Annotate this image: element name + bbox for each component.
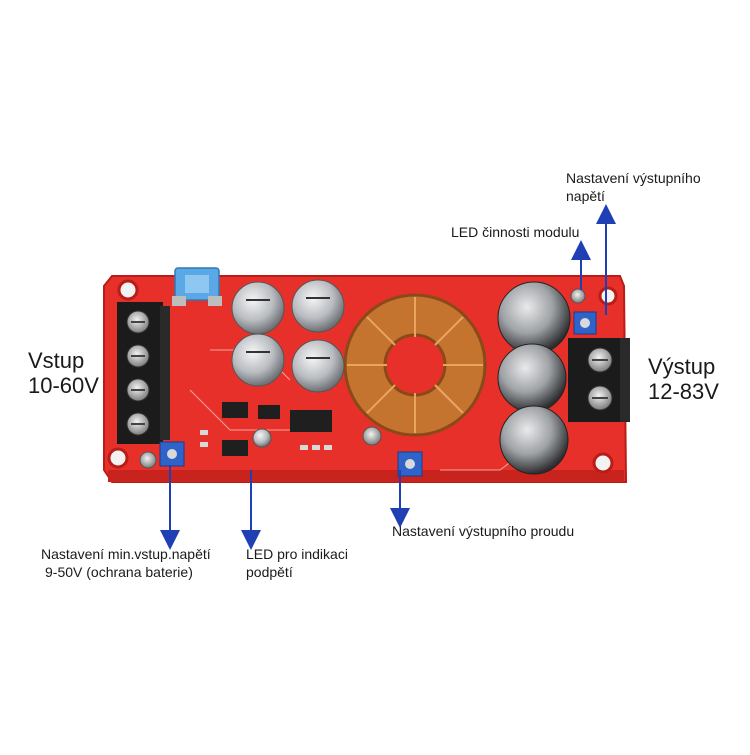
output-terminal-block	[568, 338, 630, 422]
undervoltage-led-line1: LED pro indikaci	[246, 546, 348, 562]
input-label-line2: 10-60V	[28, 373, 99, 399]
input-label: Vstup 10-60V	[28, 348, 99, 399]
input-label-line1: Vstup	[28, 348, 85, 373]
output-current-label: Nastavení výstupního proudu	[392, 523, 574, 541]
annotation-arrows	[160, 204, 616, 550]
output-voltage-label: Nastavení výstupního napětí	[566, 170, 701, 205]
trimmer-potentiometers	[139, 288, 597, 477]
min-input-voltage-line2: 9-50V (ochrana baterie)	[45, 563, 193, 580]
min-input-voltage-line1: Nastavení min.vstup.napětí	[41, 546, 211, 562]
undervoltage-led-line2: podpětí	[246, 563, 293, 580]
fuse	[172, 267, 222, 306]
output-label-line2: 12-83V	[648, 379, 719, 405]
output-current-text: Nastavení výstupního proudu	[392, 523, 575, 539]
output-label-line1: Výstup	[648, 354, 716, 379]
input-capacitors	[231, 279, 345, 393]
output-voltage-line2: napětí	[566, 187, 605, 204]
output-voltage-line1: Nastavení výstupního	[566, 170, 701, 186]
min-input-voltage-label: Nastavení min.vstup.napětí 9-50V (ochran…	[41, 546, 211, 581]
output-label: Výstup 12-83V	[648, 354, 719, 405]
module-led-text: LED činnosti modulu	[451, 224, 580, 240]
output-capacitors	[497, 281, 571, 475]
toroid-inductor	[343, 293, 487, 437]
undervoltage-led-label: LED pro indikaci podpětí	[246, 546, 348, 581]
module-led-label: LED činnosti modulu	[451, 224, 579, 242]
input-terminal-block	[117, 302, 170, 444]
control-circuitry	[200, 402, 382, 456]
